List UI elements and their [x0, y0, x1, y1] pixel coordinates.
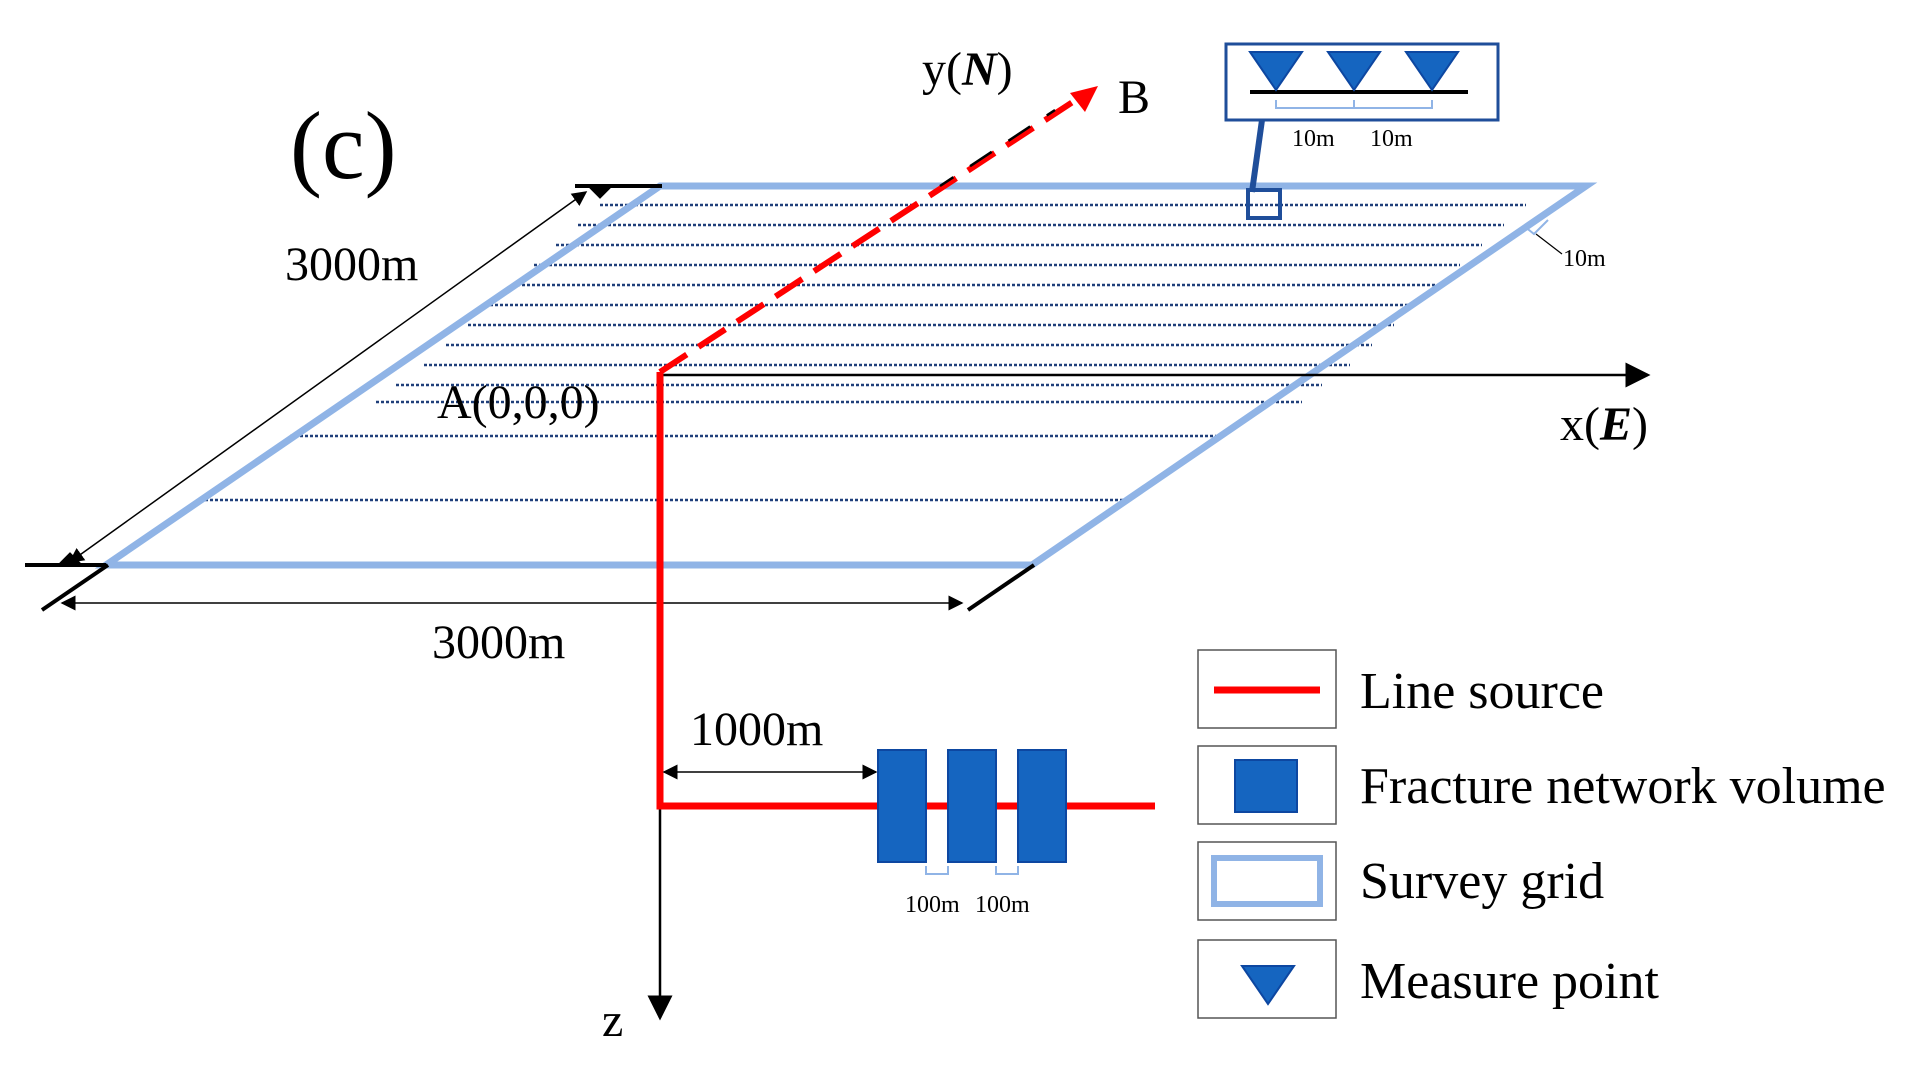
offset-dimension-label: 1000m	[690, 703, 823, 756]
legend-label: Measure point	[1360, 953, 1659, 1010]
width-dimension-label: 3000m	[432, 616, 565, 669]
y-axis-label: y(N)	[922, 43, 1013, 96]
fracture-volume	[877, 749, 927, 863]
depth-dimension-line	[68, 191, 588, 563]
inset-spacing-label-2: 10m	[1370, 126, 1413, 152]
inset-focus-box	[1246, 188, 1282, 220]
measure-point-icon	[1326, 51, 1382, 92]
line-spacing-bracket	[1523, 219, 1549, 236]
inset-spacing-label-1: 10m	[1292, 126, 1335, 152]
measure-point-icon	[1248, 51, 1304, 92]
survey-grid-icon	[1211, 855, 1323, 907]
y-axis-segment	[939, 108, 1056, 188]
inset-spacing-brackets	[1275, 100, 1433, 109]
fracture-volume-icon	[1234, 759, 1298, 813]
legend-label: Fracture network volume	[1360, 758, 1886, 815]
fracture-volume	[1017, 749, 1067, 863]
legend-label: Line source	[1360, 663, 1604, 720]
panel-label: (c)	[290, 92, 397, 199]
volume-gap-label-2: 100m	[975, 892, 1030, 918]
legend-item-line-source: Line source	[1197, 649, 1604, 729]
grid-edge-markers	[25, 184, 1036, 612]
legend-item-fracture-volume: Fracture network volume	[1197, 745, 1886, 825]
legend-label: Survey grid	[1360, 853, 1604, 910]
depth-dimension-label: 3000m	[285, 238, 418, 291]
line-source-projection	[658, 91, 1087, 375]
survey-lines	[200, 203, 1526, 502]
line-spacing-leader	[1535, 233, 1563, 255]
measure-point-icon	[1240, 965, 1296, 1006]
volume-gap-brackets	[925, 866, 1019, 875]
z-axis-label: z	[602, 994, 623, 1047]
legend: Line source Fracture network volume Surv…	[1197, 649, 1886, 1019]
legend-item-survey-grid: Survey grid	[1197, 841, 1604, 921]
y-axis-arrowhead	[1070, 86, 1098, 112]
volume-gap-label-1: 100m	[905, 892, 960, 918]
inset-leader-line	[1249, 119, 1265, 193]
legend-item-measure-point: Measure point	[1197, 939, 1659, 1019]
fracture-volume	[947, 749, 997, 863]
point-a-label: A(0,0,0)	[437, 376, 600, 429]
measure-point-icon	[1404, 51, 1460, 92]
inset-measure-points	[1248, 51, 1460, 92]
x-axis-label: x(E)	[1560, 398, 1648, 451]
point-b-label: B	[1118, 71, 1150, 124]
fracture-volumes	[877, 749, 1067, 863]
line-spacing-label: 10m	[1563, 246, 1606, 272]
